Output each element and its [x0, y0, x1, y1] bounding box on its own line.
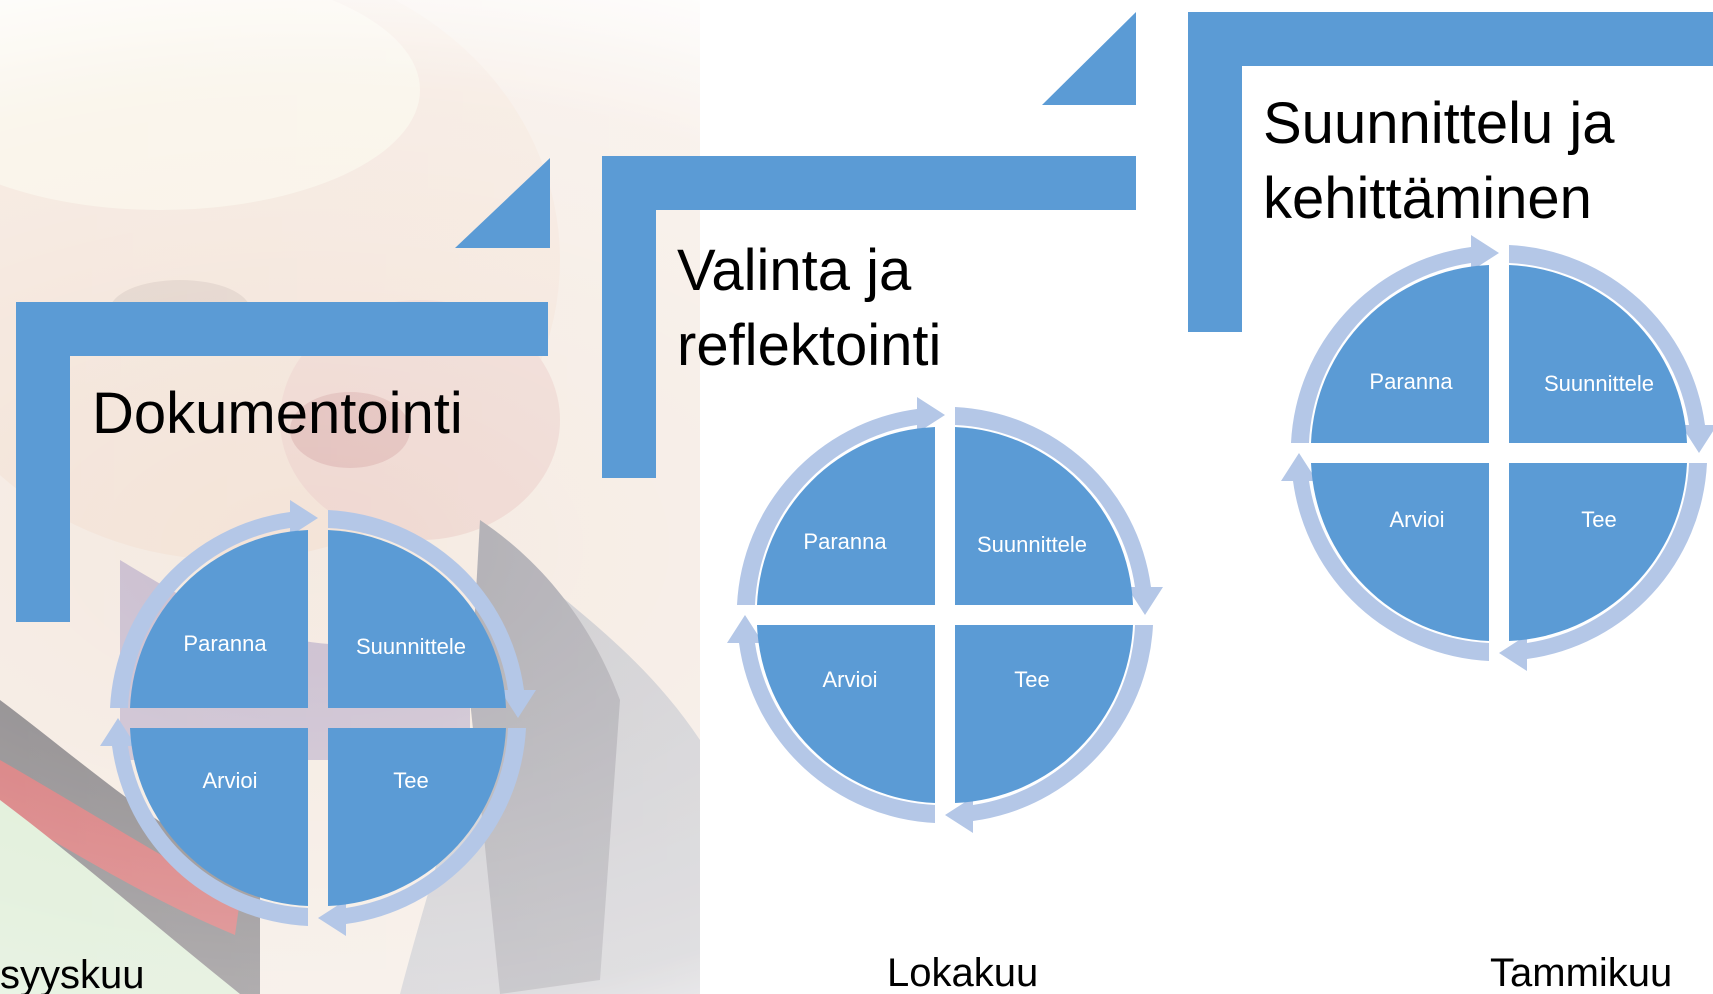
cycle-3-quadrant-top-right — [1509, 265, 1687, 443]
cycle-1-quadrant-top-right — [328, 530, 506, 708]
step-1-bracket — [16, 302, 548, 622]
cycle-2-quadrant-bottom-left — [757, 625, 935, 803]
cycle-3-label-suunnittele: Suunnittele — [1544, 371, 1654, 396]
step-3: Suunnittelu ja kehittäminen — [1188, 12, 1713, 332]
step-1-corner-arrow — [455, 158, 550, 248]
cycle-2-quadrant-bottom-right — [955, 625, 1133, 803]
cycle-3-ring-arrow-bottom — [1499, 463, 1707, 671]
month-label-2: Lokakuu — [887, 951, 1038, 994]
cycle-3-label-tee: Tee — [1581, 507, 1616, 532]
cycle-2-label-tee: Tee — [1014, 667, 1049, 692]
cycle-1-label-tee: Tee — [393, 768, 428, 793]
cycle-1-label-suunnittele: Suunnittele — [356, 634, 466, 659]
cycle-1-ring — [100, 500, 536, 936]
cycle-2-label-arvioi: Arvioi — [822, 667, 877, 692]
step-3-title-line-2: kehittäminen — [1263, 166, 1592, 231]
cycle-2-ring-arrow-top — [737, 397, 945, 605]
step-1-title: Dokumentointi — [92, 381, 463, 446]
cycle-3: Paranna Suunnittele Arvioi Tee — [1281, 235, 1713, 671]
cycle-2-quadrant-top-right — [955, 427, 1133, 605]
step-2-corner-arrow — [1042, 12, 1136, 105]
cycle-2-ring-arrow-bottom — [945, 625, 1153, 833]
step-3-title-line-1: Suunnittelu ja — [1263, 91, 1615, 156]
step-2: Valinta ja reflektointi — [602, 12, 1136, 478]
cycle-3-label-arvioi: Arvioi — [1389, 507, 1444, 532]
cycle-2-ring-arrow-right — [955, 407, 1163, 615]
step-3-bracket — [1188, 12, 1713, 332]
cycle-1-label-arvioi: Arvioi — [202, 768, 257, 793]
cycle-2-quadrant-top-left — [757, 427, 935, 605]
step-1: Dokumentointi — [16, 158, 550, 622]
cycle-3-quadrant-top-left — [1311, 265, 1489, 443]
cycle-1-ring-arrow-top — [110, 500, 318, 708]
step-2-bracket — [602, 156, 1136, 478]
cycle-3-ring-arrow-right — [1509, 245, 1713, 453]
cycle-1-ring-arrow-right — [328, 510, 536, 718]
month-label-1: syyskuu — [0, 953, 145, 994]
cycle-2-ring-arrow-left — [727, 615, 935, 823]
cycle-1-quadrant-bottom-left — [130, 728, 308, 906]
step-2-title-line-2: reflektointi — [677, 313, 941, 378]
month-label-3: Tammikuu — [1490, 951, 1672, 994]
cycle-3-quadrant-bottom-right — [1509, 463, 1687, 641]
cycle-3-quadrant-bottom-left — [1311, 463, 1489, 641]
cycle-2: Paranna Suunnittele Arvioi Tee — [727, 397, 1163, 833]
cycle-1-label-paranna: Paranna — [183, 631, 267, 656]
cycle-3-ring-arrow-left — [1281, 453, 1489, 661]
cycle-1: Paranna Suunnittele Arvioi Tee — [100, 500, 536, 936]
cycle-1-ring-arrow-bottom — [318, 728, 526, 936]
cycle-2-label-paranna: Paranna — [803, 529, 887, 554]
cycle-1-quadrant-bottom-right — [328, 728, 506, 906]
cycle-3-label-paranna: Paranna — [1369, 369, 1453, 394]
cycle-2-label-suunnittele: Suunnittele — [977, 532, 1087, 557]
cycle-3-ring-arrow-top — [1291, 235, 1499, 443]
cycle-1-ring-arrow-left — [100, 718, 308, 926]
step-2-title-line-1: Valinta ja — [677, 238, 912, 303]
cycle-1-quadrant-top-left — [130, 530, 308, 708]
cycle-2-ring — [727, 397, 1163, 833]
cycle-3-ring — [1281, 235, 1713, 671]
